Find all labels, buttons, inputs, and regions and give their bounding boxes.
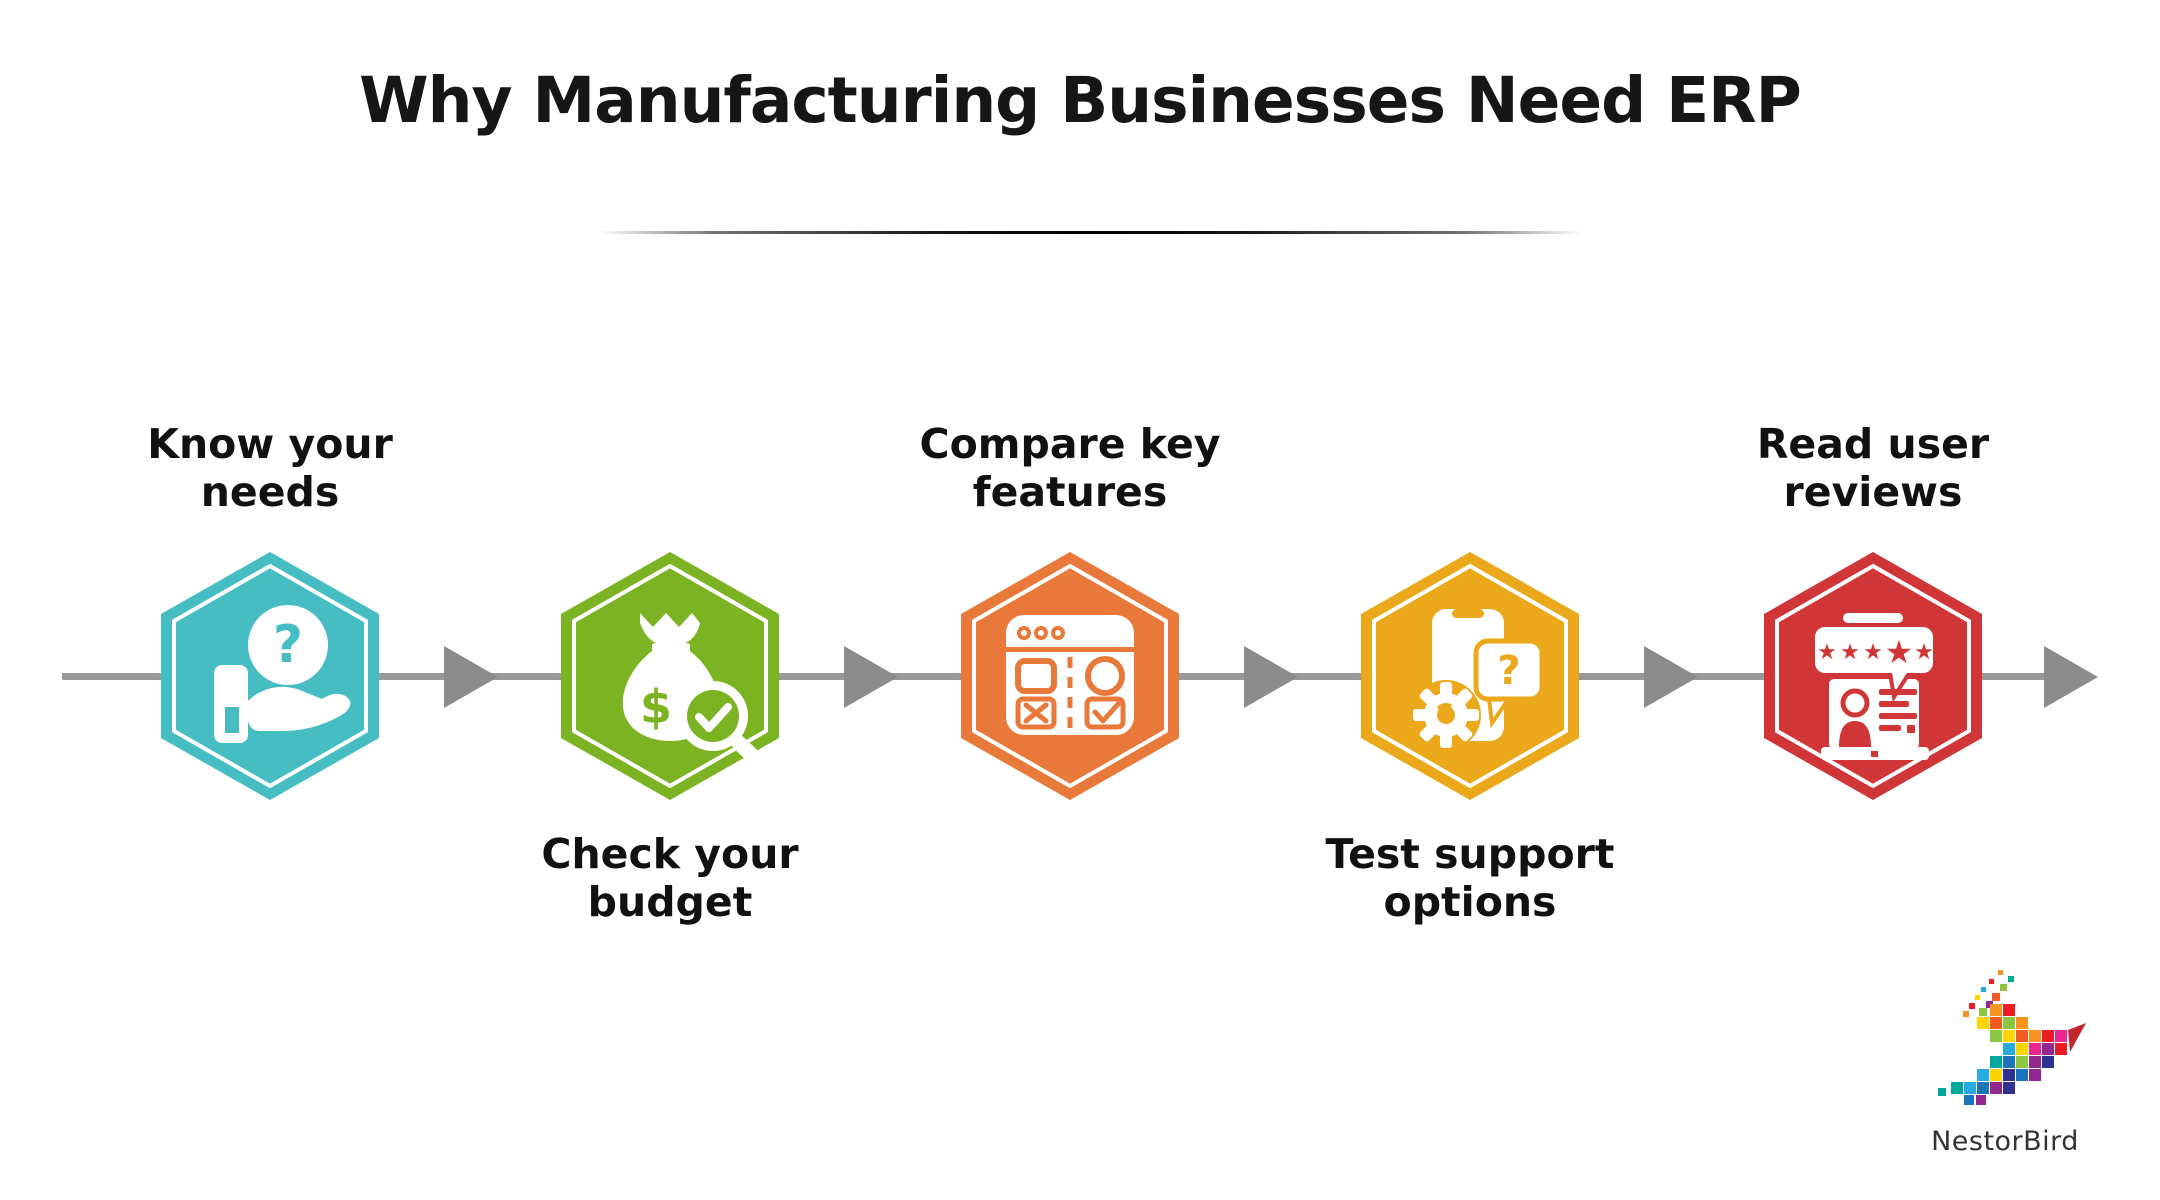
step-hexagon-compare-key-features [961,552,1179,800]
arrow-right-icon [844,646,898,708]
svg-text:★: ★ [1885,633,1914,671]
svg-text:★: ★ [1914,640,1934,665]
nestorbird-logo: NestorBird [1880,968,2130,1157]
step-hexagon-read-user-reviews: ★ ★ ★ ★ ★ [1764,552,1982,800]
svg-text:?: ? [273,615,303,675]
arrow-right-icon [1644,646,1698,708]
svg-text:★: ★ [1863,640,1883,665]
step-hexagon-know-your-needs: ? [161,552,379,800]
header: Why Manufacturing Businesses Need ERP [0,64,2160,137]
svg-text:★: ★ [1840,640,1860,665]
arrow-right-icon [2044,646,2098,708]
money-bag-check-icon: $ [622,613,768,771]
phone-support-icon: ? [1411,609,1545,750]
arrow-right-icon [444,646,498,708]
svg-text:$: $ [640,680,672,734]
step-hexagon-test-support-options: ? [1361,552,1579,800]
hand-question-icon: ? [214,605,351,743]
svg-text:?: ? [1497,648,1520,694]
arrow-right-icon [1244,646,1298,708]
svg-text:★: ★ [1817,640,1837,665]
brand-name: NestorBird [1931,1126,2079,1157]
nestorbird-bird-icon [1938,970,2086,1105]
step-hexagon-check-your-budget: $ [561,552,779,800]
comparison-window-icon [1006,615,1134,735]
page-title: Why Manufacturing Businesses Need ERP [359,64,1802,137]
star-review-icon: ★ ★ ★ ★ ★ [1815,613,1934,760]
title-divider [598,231,1583,234]
